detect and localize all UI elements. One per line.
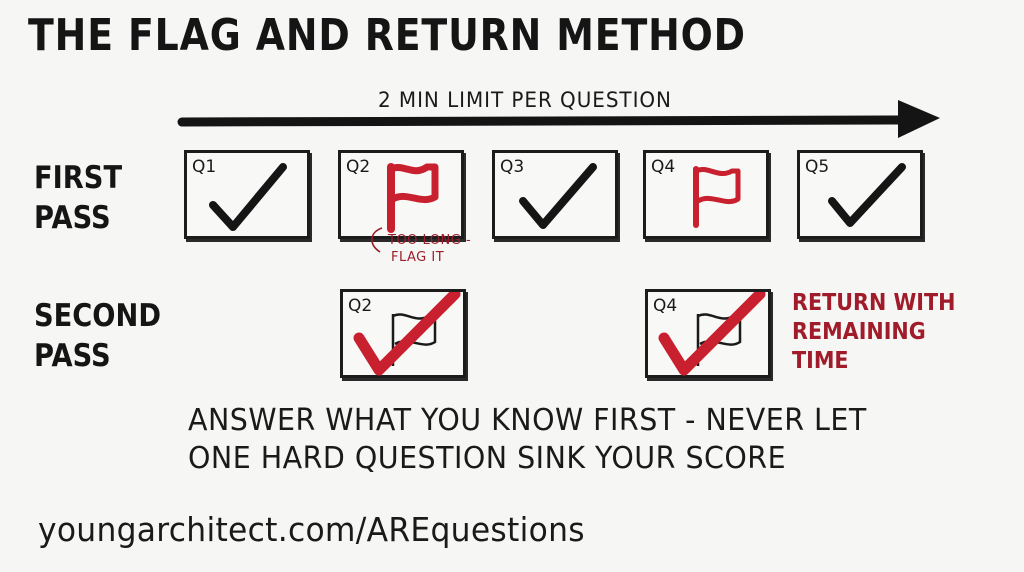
question-number: Q1 [192,157,217,177]
footer-url: youngarchitect.com/AREquestions [38,510,585,549]
checkmark-icon [209,163,287,231]
red-flag-icon [387,163,439,233]
red-flag-icon [693,166,741,228]
tagline: ANSWER WHAT YOU KNOW FIRST - NEVER LET O… [188,403,867,476]
first-pass-label: FIRST PASS [34,160,123,236]
timeline-label: 2 MIN LIMIT PER QUESTION [378,88,672,112]
note-leader-line [371,227,383,253]
checkmark-icon [519,163,597,229]
red-checkmark-over-flag-icon [658,292,766,376]
question-number: Q3 [500,157,525,177]
question-number: Q2 [346,157,371,177]
question-card-q2: Q2 [338,150,464,239]
flag-note: TOO LONG - FLAG IT [388,233,472,265]
question-number: Q4 [653,296,678,316]
question-card-q2-return: Q2 [340,289,466,378]
question-card-q4-return: Q4 [645,289,771,378]
question-number: Q5 [805,157,830,177]
page-title: THE FLAG AND RETURN METHOD [28,10,746,61]
question-card-q3: Q3 [492,150,618,239]
question-card-q5: Q5 [797,150,923,239]
checkmark-icon [828,163,906,227]
question-card-q1: Q1 [184,150,310,239]
red-checkmark-over-flag-icon [353,292,461,376]
question-card-q4: Q4 [643,150,769,239]
second-pass-label: SECOND PASS [34,298,161,374]
question-number: Q2 [348,296,373,316]
return-note: RETURN WITH REMAINING TIME [792,290,956,374]
question-number: Q4 [651,157,676,177]
timeline-arrow-icon [177,100,940,138]
